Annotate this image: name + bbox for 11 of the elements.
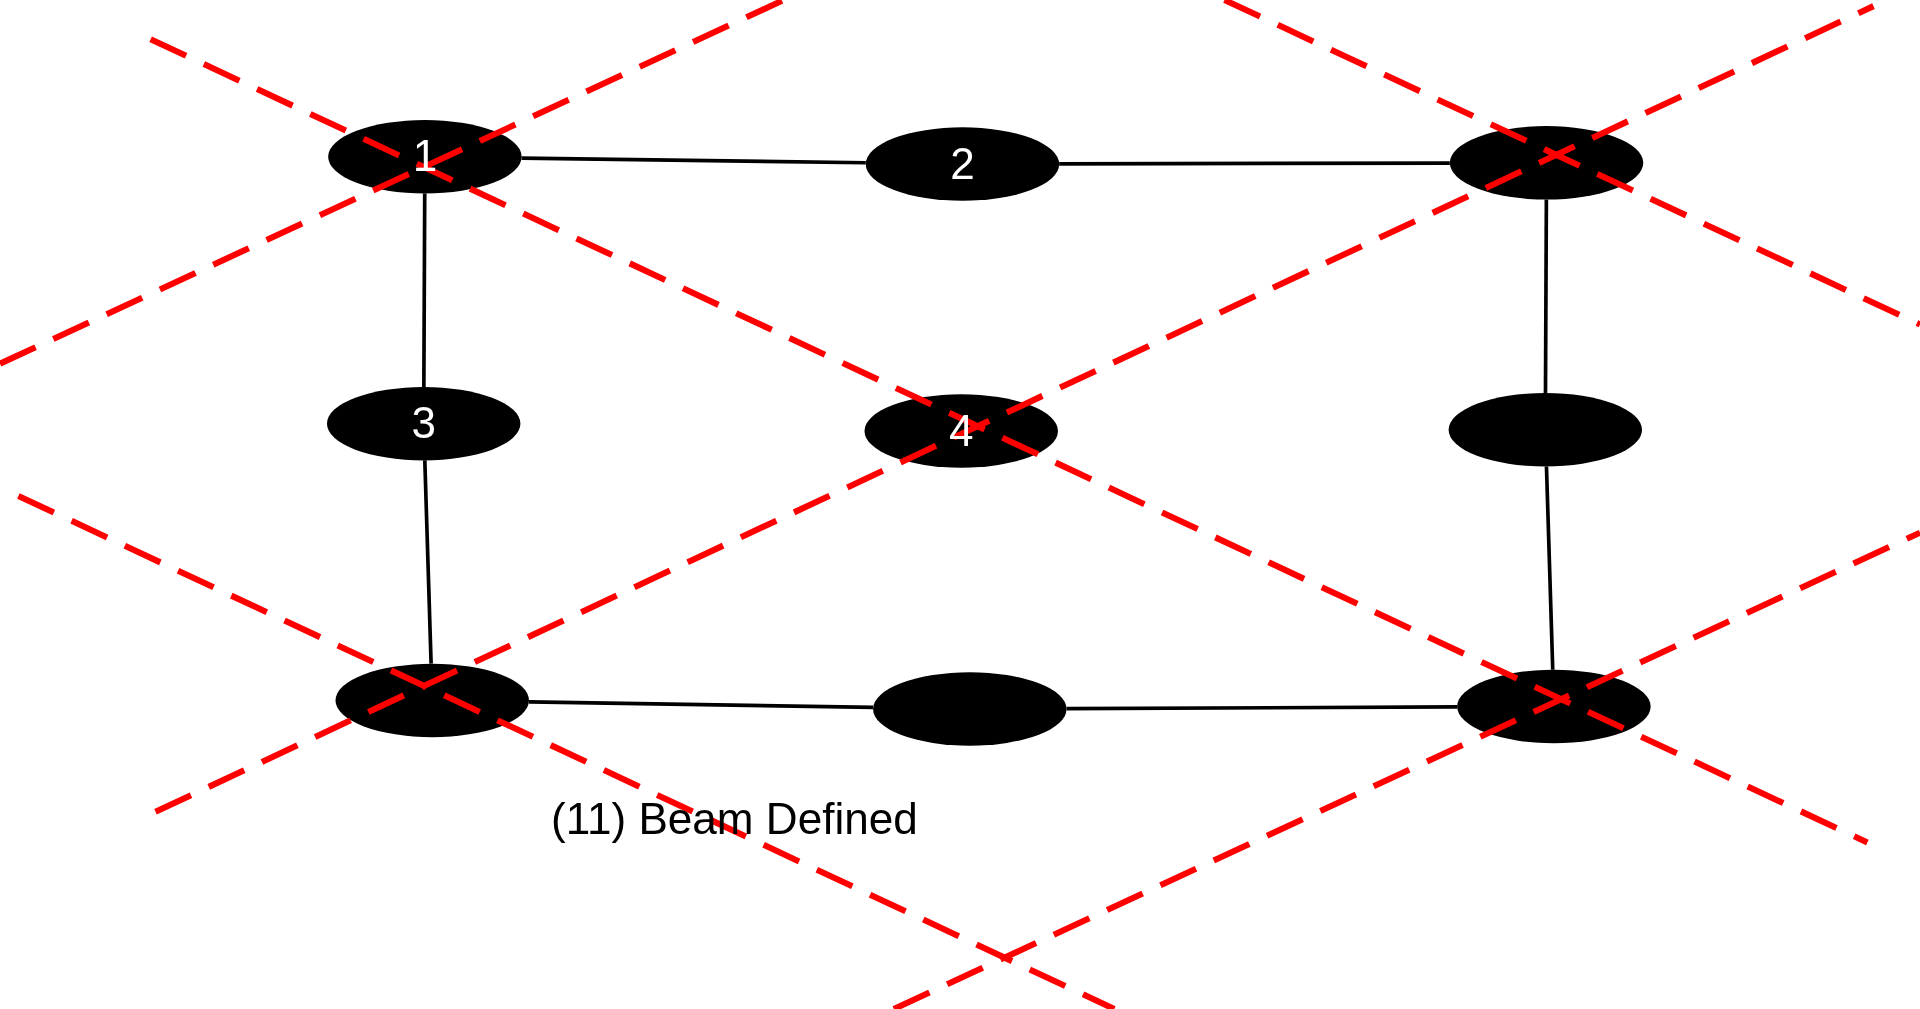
caption-text: (11) Beam Defined [551, 793, 918, 845]
connector-line [521, 156, 866, 165]
connector-line [422, 460, 433, 664]
node-number: 2 [950, 142, 975, 187]
connector-line [528, 700, 874, 710]
connector-line [1066, 705, 1458, 711]
connector-line [1543, 199, 1549, 394]
connector-line [1059, 161, 1450, 166]
connector-line [422, 193, 427, 387]
connector-line [1544, 466, 1555, 670]
node-number: 3 [411, 401, 436, 446]
